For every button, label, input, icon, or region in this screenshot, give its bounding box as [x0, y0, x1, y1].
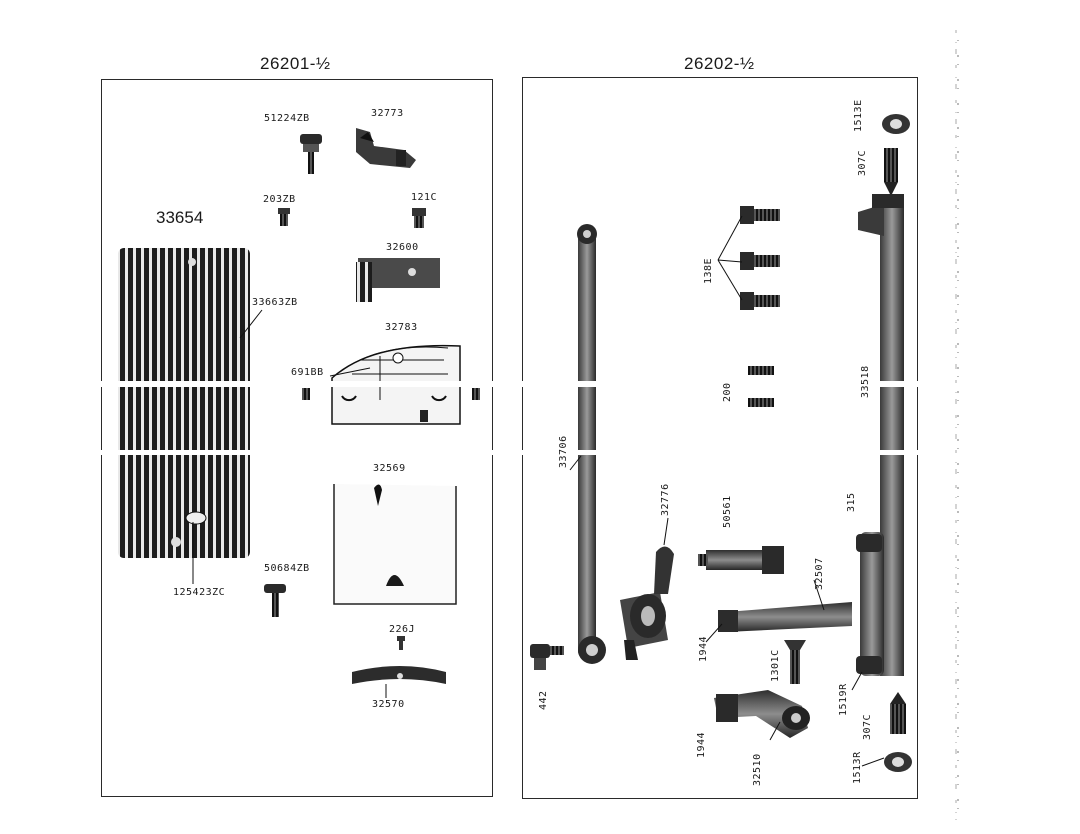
right-parts-panel: [522, 77, 918, 799]
label-307C-bottom: 307C: [862, 713, 873, 740]
part-32507: [718, 532, 884, 676]
label-32600: 32600: [386, 242, 419, 253]
label-1513R: 1513R: [852, 751, 863, 784]
label-138E: 138E: [703, 257, 714, 284]
part-307C-bottom: [890, 692, 906, 734]
part-121C: [412, 208, 426, 228]
left-parts-panel: [101, 79, 493, 797]
part-203ZB: [278, 208, 290, 226]
label-32783: 32783: [385, 322, 418, 333]
label-32773: 32773: [371, 108, 404, 119]
label-33663ZB: 33663ZB: [252, 297, 298, 308]
label-50684ZB: 50684ZB: [264, 563, 310, 574]
group-number: 33654: [156, 208, 204, 227]
part-33663ZB: [118, 248, 263, 584]
label-125423ZC: 125423ZC: [173, 587, 226, 598]
label-1301C: 1301C: [770, 649, 781, 682]
label-32510: 32510: [752, 753, 763, 786]
label-1944-a: 1944: [698, 635, 709, 662]
label-33706: 33706: [558, 435, 569, 468]
part-307C-top: [884, 148, 898, 196]
label-1944-b: 1944: [696, 731, 707, 758]
part-32600: [356, 258, 440, 302]
part-51224ZB: [300, 134, 322, 174]
label-226J: 226J: [389, 624, 416, 635]
scan-artifact-bar: [0, 381, 1080, 387]
part-200: [748, 366, 774, 407]
label-50561: 50561: [722, 495, 733, 528]
part-1301C: [784, 640, 806, 684]
label-32507: 32507: [814, 557, 825, 590]
part-1513E-top: [882, 114, 910, 134]
part-442: [530, 644, 564, 670]
part-32569: [333, 484, 457, 605]
part-32776: [620, 517, 674, 660]
label-315: 315: [846, 492, 857, 512]
label-1519R: 1519R: [838, 683, 849, 716]
part-32510: [714, 690, 810, 741]
label-200: 200: [722, 382, 733, 402]
left-panel-title: 26201-½: [260, 54, 331, 73]
label-691BB: 691BB: [291, 367, 324, 378]
scan-edge-noise: [955, 30, 959, 820]
label-32570: 32570: [372, 699, 405, 710]
label-1513E: 1513E: [853, 99, 864, 132]
label-442: 442: [538, 690, 549, 710]
label-51224ZB: 51224ZB: [264, 113, 310, 124]
label-203ZB: 203ZB: [263, 194, 296, 205]
part-138E: [717, 206, 780, 310]
label-32569: 32569: [373, 463, 406, 474]
part-691BB: [302, 367, 480, 400]
part-50561: [698, 546, 784, 574]
label-32776: 32776: [660, 483, 671, 516]
part-32773: [356, 128, 416, 168]
label-307C-top: 307C: [857, 149, 868, 176]
label-33518: 33518: [860, 365, 871, 398]
part-1513R: [884, 752, 912, 772]
part-50684ZB: [264, 584, 286, 617]
part-32570: [352, 666, 446, 698]
label-121C: 121C: [411, 192, 438, 203]
right-panel-title: 26202-½: [684, 54, 755, 73]
part-33706: [569, 224, 606, 664]
scan-artifact-bar: [0, 450, 1080, 455]
part-226J: [397, 636, 405, 650]
